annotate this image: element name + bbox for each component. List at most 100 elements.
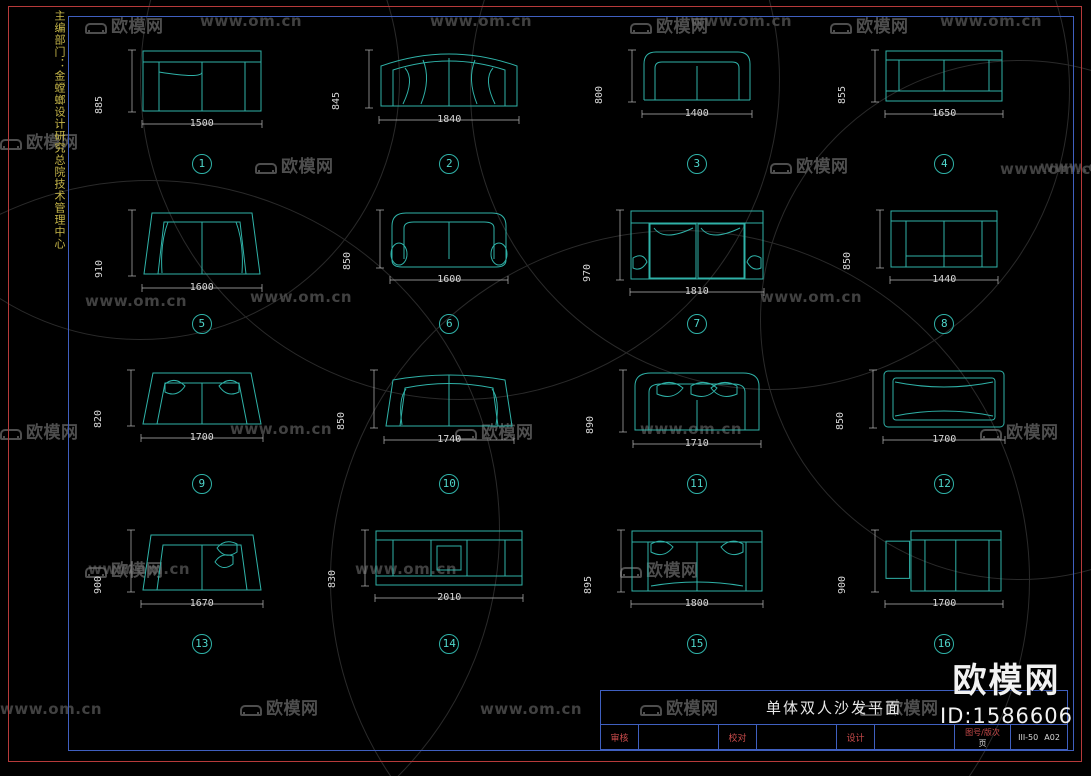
sofa-plan-drawing: 895 1800 (583, 529, 764, 609)
sofa-width-dimension: 1810 (684, 286, 709, 297)
site-logo: 欧模网 ID:1586606 (940, 653, 1073, 728)
sheet-code: III-50 (1018, 733, 1039, 742)
sofa-plan-drawing: 850 1740 (336, 369, 515, 445)
sofa-width-dimension: 1400 (684, 108, 709, 119)
sheet-number-labels: 图号/版次 页 (955, 725, 1011, 750)
sofa-plan-drawing: 850 1440 (842, 209, 999, 285)
sofa-width-dimension: 1500 (189, 118, 214, 129)
sofa-index-badge: 16 (934, 634, 955, 654)
title-block-fields-row: 审核 校对 设计 图号/版次 页 III-50 A02 (601, 725, 1067, 750)
sofa-depth-dimension: 845 (331, 91, 343, 110)
sofa-cell[interactable]: 855 1650 4 (821, 22, 1069, 182)
sofa-index-badge: 3 (686, 154, 707, 174)
drawing-outer-frame (8, 6, 1082, 762)
sofa-index-badge: 1 (191, 154, 212, 174)
sofa-width-dimension: 1700 (189, 432, 214, 443)
sofa-cell[interactable]: 910 1600 5 (78, 182, 326, 342)
field-value-design (875, 725, 955, 750)
sheet-label-number: 图号/版次 (965, 727, 1000, 737)
sheet-number-values: III-50 A02 (1011, 725, 1067, 750)
sofa-depth-dimension: 900 (837, 575, 849, 594)
sofa-depth-dimension: 895 (582, 575, 594, 594)
sofa-depth-dimension: 850 (342, 251, 354, 270)
sofa-depth-dimension: 820 (92, 409, 104, 428)
field-label-review: 审核 (601, 725, 639, 750)
site-logo-name: 欧模网 (952, 661, 1061, 701)
sofa-cell[interactable]: 970 1810 7 (573, 182, 821, 342)
sofa-depth-dimension: 970 (581, 263, 593, 282)
sheet-label-page: 页 (978, 738, 987, 748)
sofa-plan-drawing: 820 1700 (93, 369, 264, 443)
sofa-plan-drawing: 845 1840 (331, 49, 520, 125)
sofa-width-dimension: 1700 (932, 598, 957, 609)
sofa-cell[interactable]: 890 1710 11 (573, 342, 821, 502)
sofa-plan-drawing: 850 1600 (342, 209, 509, 285)
field-value-check (757, 725, 837, 750)
sofa-index-badge: 4 (934, 154, 955, 174)
sofa-depth-dimension: 890 (584, 415, 596, 434)
sofa-cell[interactable]: 820 1700 9 (78, 342, 326, 502)
sofa-depth-dimension: 850 (336, 411, 348, 430)
sofa-index-badge: 6 (439, 314, 460, 334)
sofa-index-badge: 12 (934, 474, 955, 494)
sofa-depth-dimension: 855 (837, 85, 849, 104)
sofa-cell[interactable]: 900 1670 13 (78, 502, 326, 662)
sofa-index-badge: 7 (686, 314, 707, 334)
sofa-plan-drawing: 855 1650 (837, 49, 1004, 119)
sofa-plan-drawing: 970 1810 (582, 209, 765, 297)
sofa-plan-drawing: 900 1670 (93, 529, 264, 609)
title-block-main-title: 单体双人沙发平面 (601, 691, 1067, 725)
sofa-plan-drawing: 830 2010 (327, 529, 524, 603)
sofa-cell[interactable]: 850 1600 6 (326, 182, 574, 342)
sofa-plan-drawing: 910 1600 (94, 209, 263, 293)
sofa-width-dimension: 1840 (437, 114, 462, 125)
sofa-plan-drawing: 900 1700 (837, 529, 1004, 609)
sofa-depth-dimension: 910 (93, 259, 105, 278)
sofa-cell[interactable]: 800 1400 3 (573, 22, 821, 182)
sofa-width-dimension: 1600 (437, 274, 462, 285)
sofa-cell[interactable]: 830 2010 14 (326, 502, 574, 662)
sofa-cell[interactable]: 845 1840 2 (326, 22, 574, 182)
sofa-index-badge: 14 (439, 634, 460, 654)
sofa-depth-dimension: 800 (593, 85, 605, 104)
sofa-index-badge: 11 (686, 474, 707, 494)
sofa-cell[interactable]: 850 1740 10 (326, 342, 574, 502)
sofa-cell[interactable]: 850 1700 12 (821, 342, 1069, 502)
sofa-width-dimension: 1740 (437, 434, 462, 445)
drawing-inner-frame (68, 16, 1074, 751)
sofa-index-badge: 5 (191, 314, 212, 334)
sheet-side-title: 主编部门：金螳螂设计研究总院技术管理中心 (53, 10, 66, 250)
sofa-plan-drawing: 890 1710 (585, 369, 762, 449)
sofa-depth-dimension: 830 (327, 569, 339, 588)
sofa-cell[interactable]: 895 1800 15 (573, 502, 821, 662)
sofa-width-dimension: 2010 (437, 592, 462, 603)
sofa-index-badge: 8 (934, 314, 955, 334)
sheet-rev: A02 (1044, 733, 1060, 742)
sofa-plan-drawing: 800 1400 (594, 49, 753, 119)
sofa-depth-dimension: 850 (842, 251, 854, 270)
title-block: 单体双人沙发平面 审核 校对 设计 图号/版次 页 III-50 A02 (600, 690, 1068, 750)
sofa-cell[interactable]: 900 1700 16 (821, 502, 1069, 662)
sofa-width-dimension: 1710 (684, 438, 709, 449)
field-label-design: 设计 (837, 725, 875, 750)
sofa-index-badge: 2 (439, 154, 460, 174)
sofa-width-dimension: 1670 (189, 598, 214, 609)
sofa-depth-dimension: 900 (92, 575, 104, 594)
sofa-index-badge: 9 (191, 474, 212, 494)
sofa-width-dimension: 1650 (932, 108, 957, 119)
sofa-depth-dimension: 850 (835, 411, 847, 430)
field-value-review (639, 725, 719, 750)
sofa-width-dimension: 1600 (189, 282, 214, 293)
sofa-plan-drawing: 850 1700 (835, 369, 1006, 445)
sofa-width-dimension: 1800 (684, 598, 709, 609)
sofa-cell[interactable]: 850 1440 8 (821, 182, 1069, 342)
sofa-width-dimension: 1700 (932, 434, 957, 445)
sofa-index-badge: 13 (191, 634, 212, 654)
sofa-index-badge: 15 (686, 634, 707, 654)
sofa-width-dimension: 1440 (932, 274, 957, 285)
sofa-index-badge: 10 (439, 474, 460, 494)
